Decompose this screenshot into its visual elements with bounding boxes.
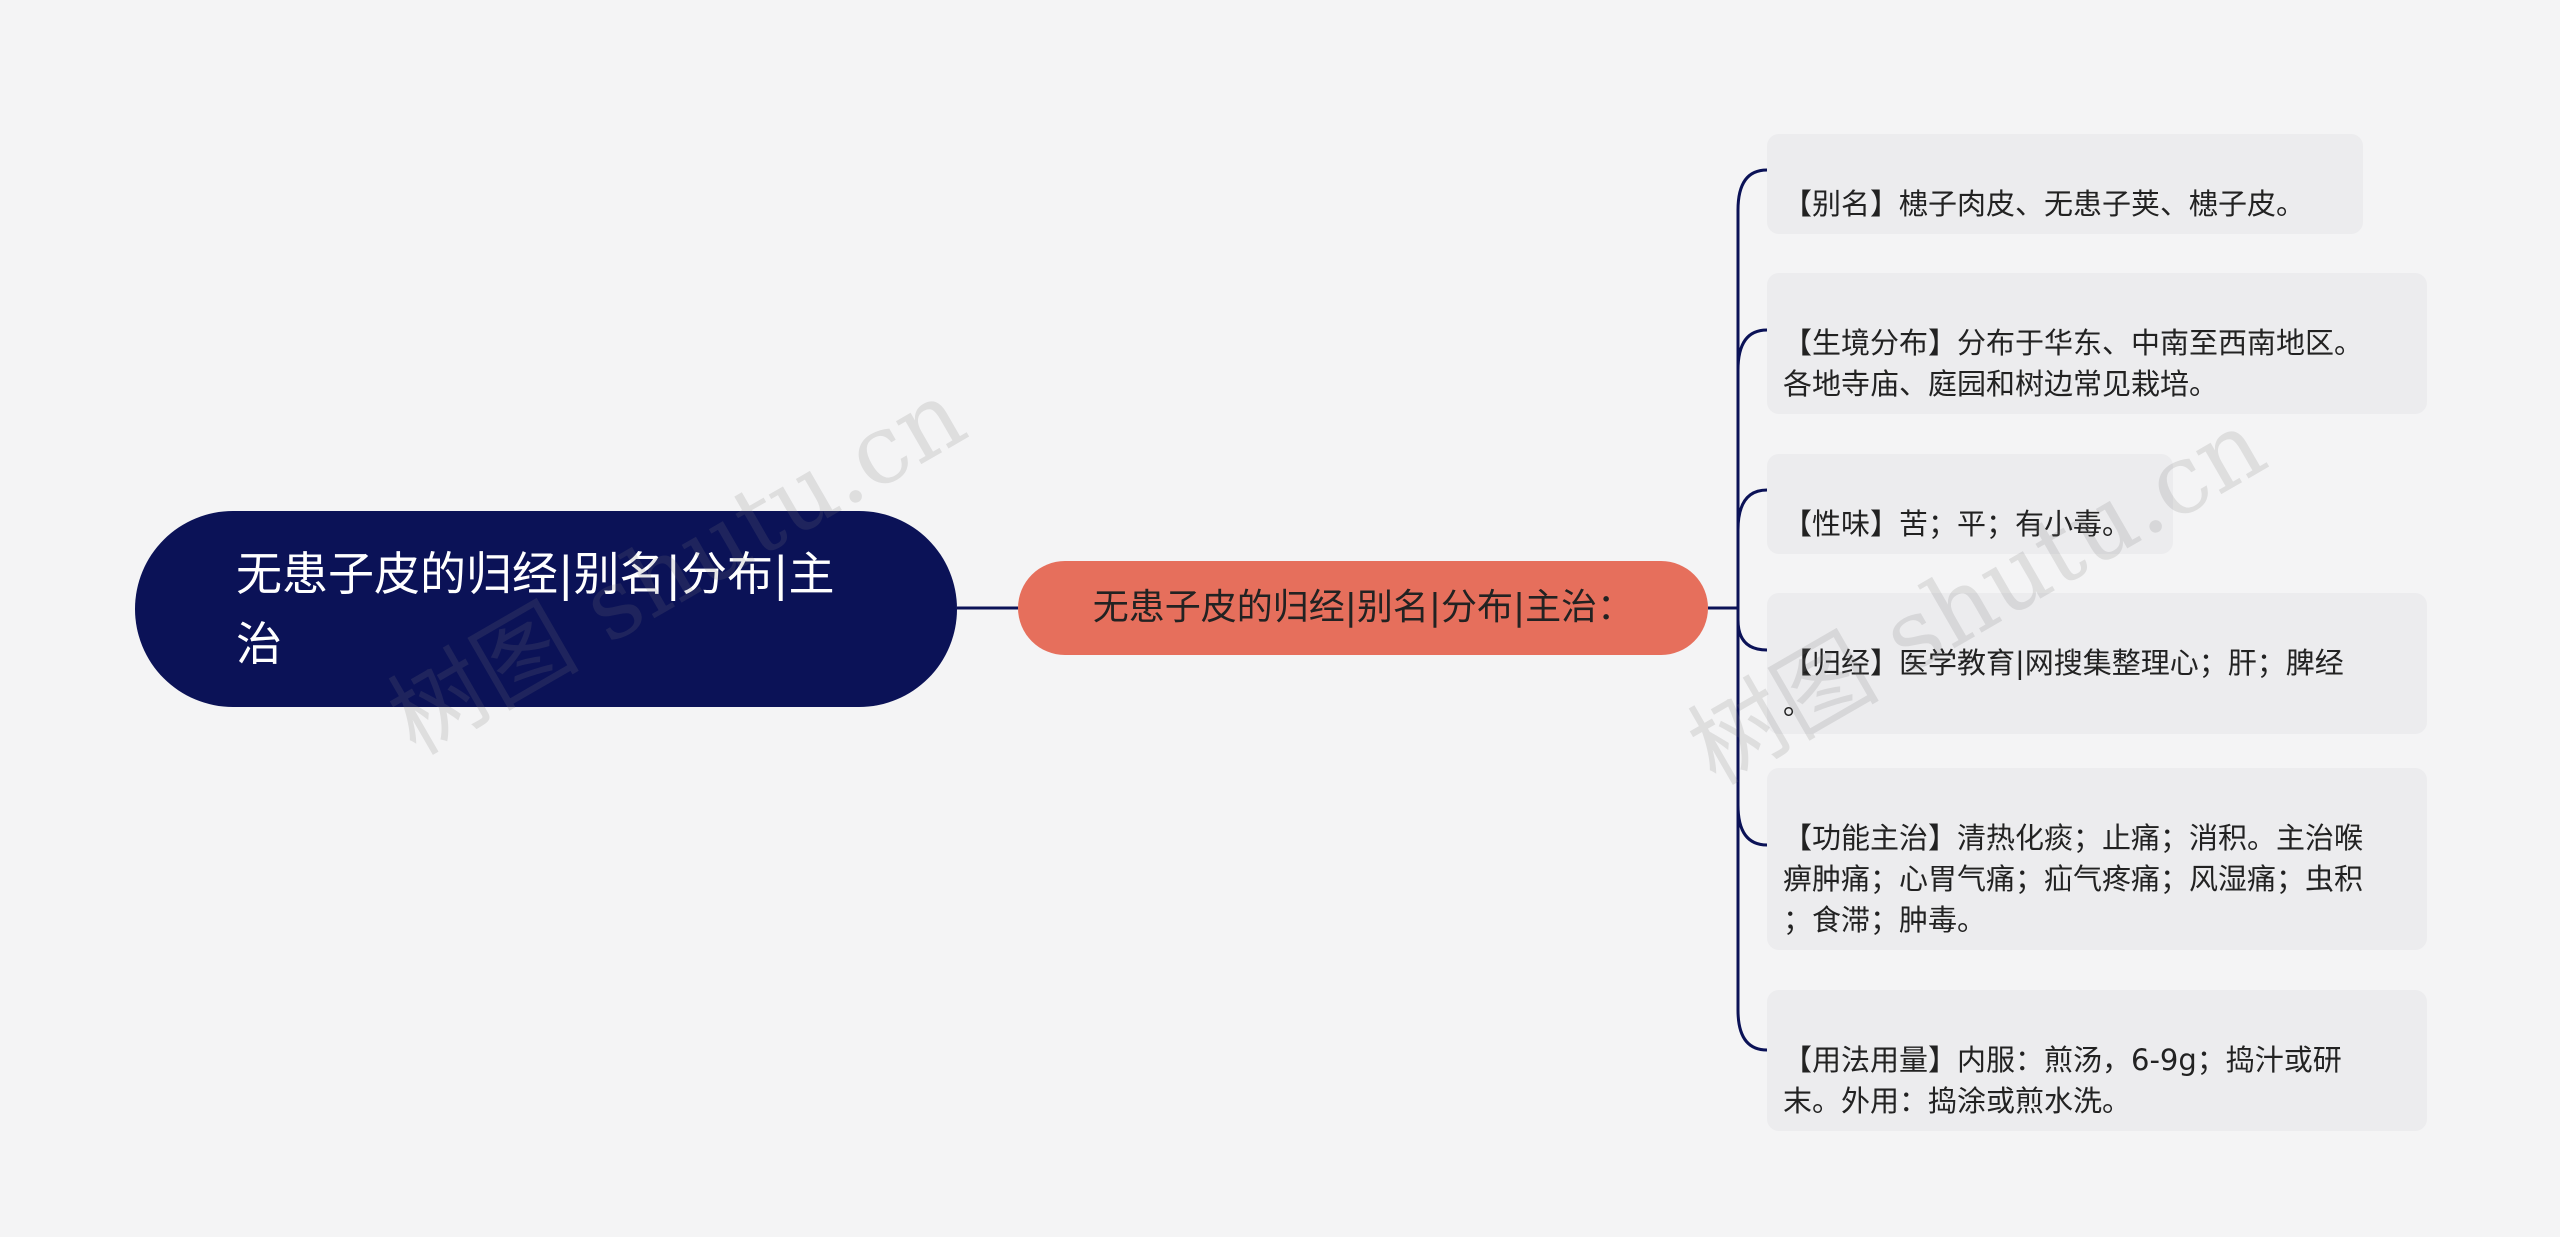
branch-connector-2: [1736, 328, 1768, 608]
leaf-dosage-text: 【用法用量】内服：煎汤，6-9g；捣汁或研 末。外用：捣涂或煎水洗。: [1783, 1043, 2342, 1118]
branch-connector-5: [1736, 608, 1768, 847]
branch-connector-4: [1736, 608, 1768, 652]
leaf-node-meridian[interactable]: 【归经】医学教育|网搜集整理心；肝；脾经 。: [1767, 593, 2427, 734]
leaf-node-dosage[interactable]: 【用法用量】内服：煎汤，6-9g；捣汁或研 末。外用：捣涂或煎水洗。: [1767, 990, 2427, 1131]
root-topic-node[interactable]: 无患子皮的归经|别名|分布|主治: [135, 511, 957, 707]
leaf-node-alias[interactable]: 【别名】槵子肉皮、无患子荚、槵子皮。: [1767, 134, 2363, 234]
leaf-habitat-text: 【生境分布】分布于华东、中南至西南地区。 各地寺庙、庭园和树边常见栽培。: [1783, 326, 2364, 401]
branch-connector-1: [1736, 168, 1768, 608]
leaf-meridian-text: 【归经】医学教育|网搜集整理心；肝；脾经 。: [1783, 646, 2344, 721]
branch-connector-3: [1736, 488, 1768, 608]
leaf-node-nature-taste[interactable]: 【性味】苦；平；有小毒。: [1767, 454, 2173, 554]
leaf-node-habitat[interactable]: 【生境分布】分布于华东、中南至西南地区。 各地寺庙、庭园和树边常见栽培。: [1767, 273, 2427, 414]
leaf-node-indications[interactable]: 【功能主治】清热化痰；止痛；消积。主治喉 痹肿痛；心胃气痛；疝气疼痛；风湿痛；虫…: [1767, 768, 2427, 950]
root-topic-label: 无患子皮的归经|别名|分布|主治: [236, 547, 835, 671]
subtopic-label: 无患子皮的归经|别名|分布|主治：: [1092, 587, 1634, 628]
leaf-alias-text: 【别名】槵子肉皮、无患子荚、槵子皮。: [1783, 187, 2306, 221]
subtopic-node[interactable]: 无患子皮的归经|别名|分布|主治：: [1018, 561, 1708, 655]
leaf-indications-text: 【功能主治】清热化痰；止痛；消积。主治喉 痹肿痛；心胃气痛；疝气疼痛；风湿痛；虫…: [1783, 821, 2364, 937]
branch-connector-6: [1736, 608, 1768, 1052]
leaf-nature-taste-text: 【性味】苦；平；有小毒。: [1783, 507, 2132, 541]
